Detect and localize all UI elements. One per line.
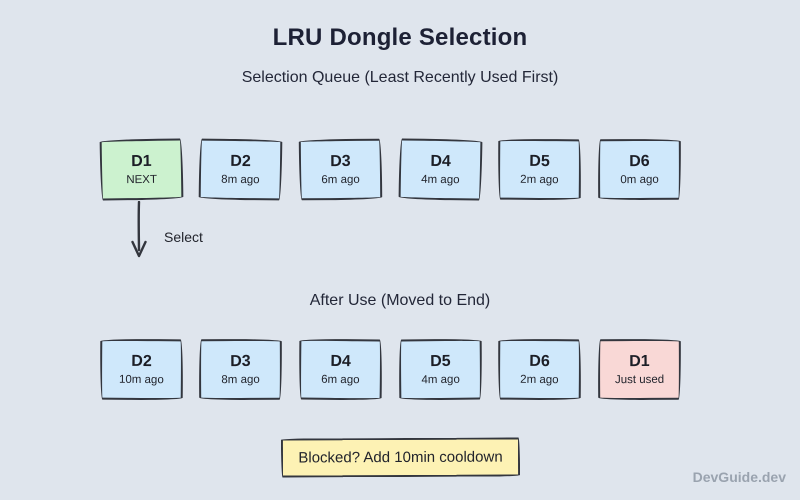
after-box-d3: D3 8m ago (198, 338, 283, 401)
dongle-id: D2 (230, 152, 251, 171)
dongle-id: D5 (529, 152, 550, 171)
after-box-d4: D4 6m ago (298, 338, 383, 401)
dongle-id: D5 (430, 352, 451, 371)
dongle-id: D1 (131, 152, 152, 171)
dongle-id: D4 (430, 152, 451, 171)
dongle-id: D3 (330, 152, 351, 171)
cooldown-note-text: Blocked? Add 10min cooldown (298, 448, 503, 467)
dongle-status: 0m ago (620, 173, 659, 187)
select-label: Select (164, 229, 203, 245)
dongle-status: 8m ago (221, 373, 260, 387)
dongle-status: 2m ago (520, 373, 559, 387)
dongle-id: D4 (330, 352, 351, 371)
dongle-status: 8m ago (221, 173, 260, 187)
dongle-status: 6m ago (321, 373, 360, 387)
after-box-d1-just-used: D1 Just used (597, 338, 682, 401)
cooldown-note: Blocked? Add 10min cooldown (280, 437, 521, 478)
dongle-status: 10m ago (118, 373, 164, 387)
dongle-status: NEXT (126, 173, 158, 187)
dongle-id: D6 (529, 352, 550, 371)
dongle-status: Just used (614, 373, 665, 387)
after-box-d2: D2 10m ago (99, 338, 184, 401)
watermark: DevGuide.dev (692, 469, 786, 485)
after-box-d6: D6 2m ago (497, 338, 582, 401)
dongle-status: 2m ago (520, 173, 559, 187)
queue-box-d2: D2 8m ago (198, 138, 283, 201)
queue-box-d1-next: D1 NEXT (99, 138, 184, 201)
dongle-id: D2 (131, 352, 152, 371)
page-title: LRU Dongle Selection (272, 24, 528, 51)
dongle-status: 4m ago (421, 173, 460, 187)
queue-box-d5: D5 2m ago (497, 138, 582, 201)
after-box-d5: D5 4m ago (398, 338, 483, 401)
queue-box-d3: D3 6m ago (298, 138, 383, 201)
select-arrow-icon (131, 201, 147, 258)
dongle-status: 6m ago (321, 173, 360, 187)
dongle-id: D6 (629, 152, 650, 171)
after-section-heading: After Use (Moved to End) (309, 292, 491, 309)
dongle-status: 4m ago (421, 373, 460, 387)
queue-box-d4: D4 4m ago (398, 138, 483, 201)
queue-section-heading: Selection Queue (Least Recently Used Fir… (241, 69, 559, 86)
dongle-id: D1 (629, 352, 650, 371)
dongle-id: D3 (230, 352, 251, 371)
queue-box-d6: D6 0m ago (597, 138, 682, 201)
